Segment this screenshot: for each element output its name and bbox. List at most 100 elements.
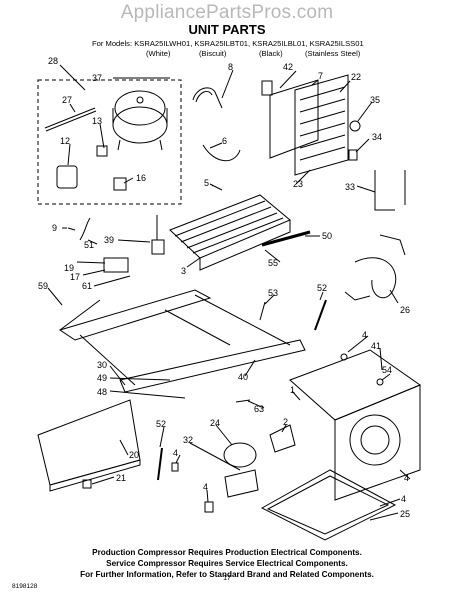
callout-50: 50 (322, 231, 332, 241)
callout-4d: 4 (203, 482, 208, 492)
tube-6-part (202, 144, 241, 162)
bracket-17-part (103, 257, 129, 273)
wire-33-part (374, 170, 395, 211)
callout-49: 49 (97, 373, 107, 383)
callout-25: 25 (400, 509, 410, 519)
callout-34: 34 (372, 132, 382, 142)
color-stainless: (Stainless Steel) (305, 49, 361, 58)
color-biscuit: (Biscuit) (199, 49, 227, 58)
callout-4c: 4 (404, 473, 409, 483)
callout-63: 63 (254, 404, 264, 414)
clip-51-part (79, 217, 91, 241)
base-frame-part (58, 289, 306, 393)
note-production: Production Compressor Requires Productio… (92, 548, 362, 557)
callout-4b: 4 (173, 448, 178, 458)
page-number: 17 (223, 575, 231, 582)
callout-22: 22 (351, 72, 361, 82)
callout-51: 51 (84, 240, 94, 250)
screw-53-part (259, 301, 266, 321)
grommet-63-part (235, 399, 251, 403)
screw-4d-part (204, 501, 214, 513)
callout-30: 30 (97, 360, 107, 370)
condenser-part (269, 74, 349, 176)
site-watermark: AppliancePartsPros.com (120, 2, 334, 23)
drier-part (261, 230, 311, 247)
fan-motor-part (223, 442, 257, 468)
callout-52a: 52 (317, 283, 327, 293)
drain-pan-part (260, 469, 397, 541)
wiring-harness-part (354, 234, 406, 298)
callout-28: 28 (48, 56, 58, 66)
callout-55: 55 (268, 258, 278, 268)
callout-54: 54 (382, 365, 392, 375)
callout-16: 16 (136, 173, 146, 183)
callout-20: 20 (129, 450, 139, 460)
color-black: (Black) (259, 49, 283, 58)
grommet-35-part (349, 120, 361, 132)
compressor-part (112, 90, 168, 151)
callout-26: 26 (400, 305, 410, 315)
clip-part (96, 145, 108, 157)
callout-33: 33 (345, 182, 355, 192)
callout-48: 48 (97, 387, 107, 397)
callout-52b: 52 (156, 419, 166, 429)
callout-24: 24 (210, 418, 220, 428)
callout-12: 12 (60, 136, 70, 146)
tube-8-part (192, 87, 223, 109)
callout-53: 53 (268, 288, 278, 298)
callout-61: 61 (82, 281, 92, 291)
callout-37: 37 (92, 73, 102, 83)
page-title: UNIT PARTS (188, 22, 266, 37)
screw-54-part (376, 378, 384, 386)
color-white: (White) (146, 49, 171, 58)
callout-3: 3 (181, 266, 186, 276)
overload-part (113, 177, 127, 191)
callout-59: 59 (38, 281, 48, 291)
fan-housing-part (289, 349, 422, 501)
callout-2: 2 (283, 417, 288, 427)
callout-7: 7 (318, 71, 323, 81)
callout-23: 23 (293, 179, 303, 189)
compressor-notes: Production Compressor Requires Productio… (0, 547, 454, 580)
note-service: Service Compressor Requires Service Elec… (106, 559, 348, 568)
callout-6: 6 (222, 136, 227, 146)
motor-mount-32-part (224, 469, 259, 498)
clip-5-part (209, 183, 223, 191)
callout-41: 41 (371, 341, 381, 351)
callout-8: 8 (228, 62, 233, 72)
screw-21-part (82, 479, 92, 489)
callout-17: 17 (70, 272, 80, 282)
callout-40: 40 (238, 372, 248, 382)
clip-34-part (348, 149, 358, 161)
callout-42: 42 (283, 62, 293, 72)
cover-plate-part (37, 399, 141, 492)
callout-13: 13 (92, 116, 102, 126)
capacitor-tube-part (44, 107, 96, 129)
callout-4a: 4 (362, 330, 367, 340)
fan-blade-part (269, 424, 296, 453)
note-further-info: For Further Information, Refer to Standa… (80, 570, 374, 579)
rod-52b-part (157, 447, 163, 481)
callout-19: 19 (64, 263, 74, 273)
callout-27: 27 (62, 95, 72, 105)
screw-4b-part (171, 462, 179, 472)
callout-5: 5 (204, 178, 209, 188)
callout-21: 21 (116, 473, 126, 483)
callout-35: 35 (370, 95, 380, 105)
callout-39: 39 (104, 235, 114, 245)
callout-1: 1 (290, 385, 295, 395)
rod-52-part (314, 299, 327, 331)
relay-part (56, 165, 78, 189)
screw-41-part (340, 353, 348, 361)
document-code: 8198128 (12, 583, 38, 590)
screw-9-part (67, 227, 76, 231)
callout-9: 9 (52, 223, 57, 233)
models-line: For Models: KSRA25ILWH01, KSRA25ILBT01, … (92, 39, 364, 48)
grommet-39-part (151, 239, 165, 255)
compressor-group-box (37, 79, 182, 205)
callout-4e: 4 (401, 494, 406, 504)
bracket-42-part (261, 80, 273, 96)
callout-32: 32 (183, 435, 193, 445)
evaporator-coil-part (169, 194, 291, 271)
